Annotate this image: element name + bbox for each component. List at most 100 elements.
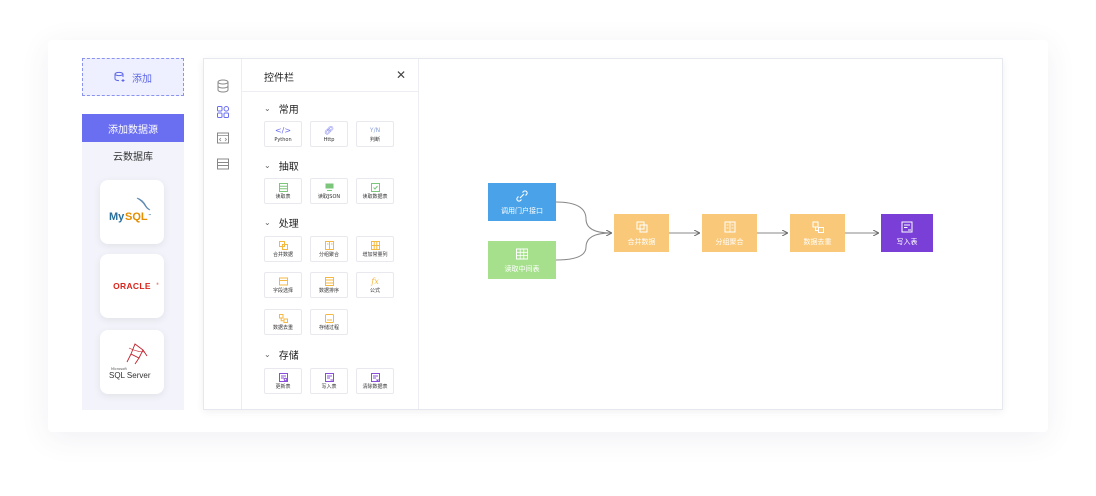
tile-label: 读取JSON xyxy=(317,193,341,200)
db-card-oracle[interactable]: ORACLE ® xyxy=(100,254,164,318)
tile-label: 数据排序 xyxy=(318,287,339,294)
column-icon xyxy=(370,241,380,251)
tile-field-select[interactable]: 字段选择 xyxy=(264,272,302,298)
tile-clear-table[interactable]: 清除数据表 xyxy=(356,368,394,394)
mysql-logo: My SQL ™ xyxy=(109,197,152,223)
tile-merge[interactable]: 合并数据 xyxy=(264,236,302,262)
group-storage[interactable]: ⌄ 存储 xyxy=(264,347,299,362)
node-label: 分组聚合 xyxy=(715,237,744,246)
tile-label: 公式 xyxy=(369,287,380,294)
svg-text:SQL: SQL xyxy=(125,211,148,223)
add-datasource-header[interactable]: 添加数据源 xyxy=(82,114,184,142)
chevron-down-icon: ⌄ xyxy=(264,104,271,113)
flow-editor-window: 控件栏 ✕ ⌄常用 </> Python 🔗︎ Http Y/N 判断 ⌄抽取 … xyxy=(203,58,1003,410)
tile-label: 更新表 xyxy=(275,383,291,390)
data-source-panel: 添加 添加数据源 云数据库 My SQL ™ ORACLE ® Microsof… xyxy=(82,58,184,410)
components-icon[interactable] xyxy=(216,105,230,119)
tile-label: Http xyxy=(323,136,335,143)
write-icon xyxy=(324,373,334,383)
cloud-db-section-title: 云数据库 xyxy=(113,151,153,163)
tile-label: 数据去重 xyxy=(272,324,293,331)
table-icon xyxy=(516,248,528,259)
add-button-label: 添加 xyxy=(132,73,152,85)
svg-text:®: ® xyxy=(156,282,159,286)
tile-constant-column[interactable]: 增加常量列 xyxy=(356,236,394,262)
group-storage-label: 存储 xyxy=(278,351,299,362)
node-group[interactable]: 分组聚合 xyxy=(702,214,757,252)
database-add-icon xyxy=(114,71,125,82)
code-window-icon[interactable] xyxy=(216,131,230,145)
update-icon xyxy=(278,373,288,383)
node-label: 合并数据 xyxy=(627,237,656,246)
component-palette: 控件栏 ✕ ⌄常用 </> Python 🔗︎ Http Y/N 判断 ⌄抽取 … xyxy=(242,59,419,409)
tile-label: 字段选择 xyxy=(272,287,293,294)
tile-label: 写入表 xyxy=(321,383,337,390)
tile-read-table[interactable]: 读取表 xyxy=(264,178,302,204)
db-card-sqlserver[interactable]: Microsoft SQL Server xyxy=(100,330,164,394)
node-call-api[interactable]: 调用门户接口 xyxy=(488,183,556,221)
merge-icon xyxy=(278,241,288,251)
close-icon[interactable]: ✕ xyxy=(395,68,406,82)
node-label: 读取中间表 xyxy=(504,264,540,273)
merge-icon xyxy=(636,221,647,232)
tile-label: 读取表 xyxy=(275,193,291,200)
chevron-down-icon: ⌄ xyxy=(264,218,271,227)
dedupe-icon xyxy=(812,221,824,233)
group-common[interactable]: ⌄ 常用 xyxy=(264,101,299,116)
tile-http[interactable]: 🔗︎ Http xyxy=(310,121,348,147)
node-label: 数据去重 xyxy=(803,237,832,246)
group-process-label: 处理 xyxy=(278,219,299,230)
tile-read-json[interactable]: 读取JSON xyxy=(310,178,348,204)
svg-text:My: My xyxy=(109,211,125,223)
tile-judge[interactable]: Y/N 判断 xyxy=(356,121,394,147)
tile-label: 存储过程 xyxy=(318,324,339,331)
database-icon[interactable] xyxy=(216,79,230,93)
procedure-icon xyxy=(324,314,334,324)
sort-icon xyxy=(324,277,334,287)
write-icon xyxy=(901,221,913,232)
node-merge[interactable]: 合并数据 xyxy=(614,214,669,252)
tile-python[interactable]: </> Python xyxy=(264,121,302,147)
flow-canvas[interactable]: 调用门户接口 读取中间表 合并数据 分组聚合 数据去重 写入表 xyxy=(419,59,1002,409)
db-card-mysql[interactable]: My SQL ™ xyxy=(100,180,164,244)
svg-text:ORACLE: ORACLE xyxy=(113,281,151,291)
node-label: 调用门户接口 xyxy=(501,206,543,215)
edge-read-merge xyxy=(555,233,611,261)
node-read-table[interactable]: 读取中间表 xyxy=(488,241,556,279)
edge-api-merge xyxy=(555,201,612,234)
svg-text:™: ™ xyxy=(148,213,152,218)
node-write-table[interactable]: 写入表 xyxy=(881,214,933,252)
fx-icon: fx xyxy=(371,276,379,286)
group-extract-label: 抽取 xyxy=(278,162,299,173)
tile-label: 读取数据表 xyxy=(362,193,388,200)
oracle-logo: ORACLE ® xyxy=(113,281,159,291)
svg-text:Microsoft: Microsoft xyxy=(111,367,128,371)
add-button[interactable]: 添加 xyxy=(82,58,184,96)
tile-formula[interactable]: fx 公式 xyxy=(356,272,394,298)
tile-label: 判断 xyxy=(369,136,380,143)
tile-label: 分组聚合 xyxy=(318,251,339,258)
link-icon xyxy=(516,189,528,202)
group-process[interactable]: ⌄ 处理 xyxy=(264,215,299,230)
json-icon xyxy=(324,183,334,193)
node-dedupe[interactable]: 数据去重 xyxy=(790,214,845,252)
clear-icon xyxy=(370,373,380,383)
tile-sort[interactable]: 数据排序 xyxy=(310,272,348,298)
table-view-icon[interactable] xyxy=(216,157,230,171)
group-icon xyxy=(724,221,735,232)
palette-divider xyxy=(242,91,418,92)
yn-icon: Y/N xyxy=(369,126,381,134)
tile-read-sheet[interactable]: 读取数据表 xyxy=(356,178,394,204)
tile-write-table[interactable]: 写入表 xyxy=(310,368,348,394)
group-extract[interactable]: ⌄抽取 xyxy=(264,158,299,173)
chevron-down-icon: ⌄ xyxy=(264,350,271,359)
sheet-icon xyxy=(370,183,380,193)
tile-procedure[interactable]: 存储过程 xyxy=(310,309,348,335)
tile-dedupe[interactable]: 数据去重 xyxy=(264,309,302,335)
node-label: 写入表 xyxy=(896,237,918,246)
link-icon: 🔗︎ xyxy=(323,125,335,135)
tile-group[interactable]: 分组聚合 xyxy=(310,236,348,262)
tile-label: 增加常量列 xyxy=(362,251,388,258)
group-common-label: 常用 xyxy=(278,105,299,116)
tile-update-table[interactable]: 更新表 xyxy=(264,368,302,394)
